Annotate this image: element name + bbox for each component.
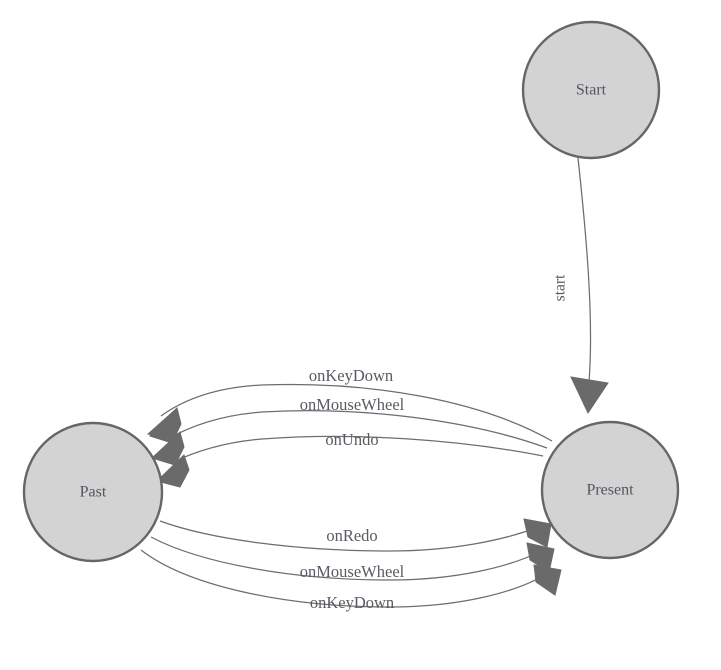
arrowhead-start bbox=[570, 376, 609, 415]
arrowhead-keydown-dn bbox=[533, 564, 562, 596]
edge-label-keydown-up: onKeyDown bbox=[309, 366, 393, 385]
edge-present-to-past-mousewheel[interactable]: onMouseWheel bbox=[151, 395, 548, 466]
edge-past-to-present-redo[interactable]: onRedo bbox=[159, 518, 552, 552]
edge-past-to-present-keydown[interactable]: onKeyDown bbox=[140, 549, 562, 612]
node-start-circle bbox=[521, 20, 661, 160]
edge-layer: start onKeyDown onMouseWheel onUndo bbox=[140, 157, 609, 612]
edge-path-start bbox=[577, 157, 592, 383]
edge-start-to-present[interactable]: start bbox=[552, 157, 609, 415]
edge-path-keydown-dn bbox=[140, 549, 549, 608]
edge-present-to-past-keydown[interactable]: onKeyDown bbox=[146, 366, 553, 444]
node-present-label: Present bbox=[586, 482, 634, 499]
node-past-label: Past bbox=[80, 484, 107, 501]
edge-path-mousewheel-dn bbox=[150, 536, 542, 581]
node-layer: Start Past Present bbox=[22, 20, 680, 563]
arrowhead-undo bbox=[156, 454, 190, 488]
edge-path-keydown-up bbox=[160, 383, 553, 442]
node-present[interactable]: Present bbox=[540, 420, 680, 560]
node-present-circle bbox=[540, 420, 680, 560]
edge-path-undo bbox=[170, 435, 544, 464]
edge-label-mousewheel-dn: onMouseWheel bbox=[300, 562, 405, 581]
edge-label-keydown-dn: onKeyDown bbox=[310, 593, 394, 612]
edge-label-redo: onRedo bbox=[326, 526, 377, 545]
edge-label-undo: onUndo bbox=[325, 430, 378, 449]
edge-path-mousewheel-up bbox=[165, 410, 548, 449]
node-past-circle bbox=[22, 421, 164, 563]
node-start[interactable]: Start bbox=[521, 20, 661, 160]
edge-present-to-past-undo[interactable]: onUndo bbox=[156, 430, 544, 488]
node-past[interactable]: Past bbox=[22, 421, 164, 563]
node-start-label: Start bbox=[576, 82, 607, 99]
edge-label-start: start bbox=[552, 274, 569, 301]
edge-past-to-present-mousewheel[interactable]: onMouseWheel bbox=[150, 536, 555, 581]
edge-label-mousewheel-up: onMouseWheel bbox=[300, 395, 405, 414]
edge-path-redo bbox=[159, 520, 539, 552]
